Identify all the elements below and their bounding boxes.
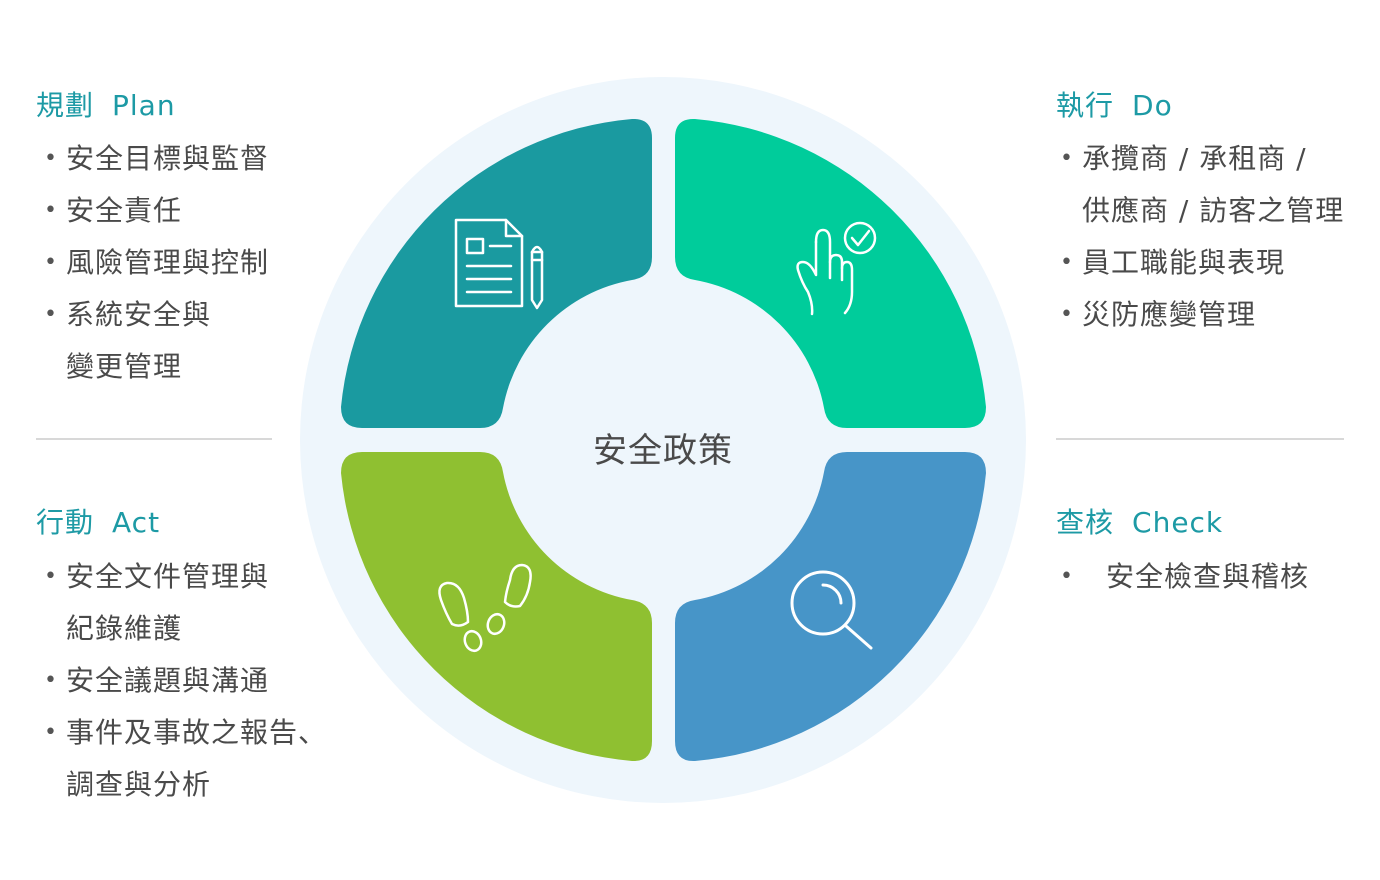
list-item: • 災防應變管理 — [1060, 289, 1344, 341]
magnifier-icon — [790, 570, 873, 650]
list-item-label: 變更管理 — [66, 350, 183, 383]
plan-title: 規劃 Plan — [36, 88, 176, 124]
list-item-label: 安全責任 — [66, 194, 183, 227]
do-divider — [1056, 438, 1344, 440]
list-item-label: 供應商 / 訪客之管理 — [1082, 194, 1345, 227]
plan-quadrant — [341, 118, 652, 428]
bullet-icon: • — [1060, 146, 1074, 171]
act-title: 行動 Act — [36, 505, 160, 541]
bullet-icon: • — [44, 250, 58, 275]
plan-title-en: Plan — [112, 89, 176, 122]
bullet-icon: • — [44, 720, 58, 745]
bullet-icon: • — [1060, 250, 1074, 275]
bullet-icon: • — [1060, 564, 1074, 589]
list-item: • 安全責任 — [44, 185, 269, 237]
act-list: • 安全文件管理與 紀錄維護 • 安全議題與溝通 • 事件及事故之報告、 調查與分析 — [44, 551, 328, 811]
act-title-en: Act — [112, 506, 161, 539]
list-item: • 安全文件管理與 — [44, 551, 327, 603]
bullet-icon: • — [44, 198, 58, 223]
bullet-icon: • — [44, 146, 58, 171]
check-title-zh: 查核 — [1056, 506, 1115, 539]
plan-title-zh: 規劃 — [36, 89, 95, 122]
bullet-icon: • — [1060, 302, 1074, 327]
hand-check-icon — [796, 221, 877, 316]
list-item-label: 承攬商 / 承租商 / — [1082, 142, 1307, 175]
do-title-zh: 執行 — [1056, 89, 1115, 122]
list-item-label: 安全議題與溝通 — [66, 664, 270, 697]
bullet-icon: • — [44, 302, 58, 327]
list-item: • 承攬商 / 承租商 / — [1060, 133, 1344, 185]
do-list: • 承攬商 / 承租商 / 供應商 / 訪客之管理 • 員工職能與表現 • 災防應變管… — [1060, 133, 1344, 341]
do-title: 執行 Do — [1056, 88, 1173, 124]
list-item-label: 風險管理與控制 — [66, 246, 270, 279]
list-item-label: 安全目標與監督 — [66, 142, 270, 175]
center-label: 安全政策 — [593, 431, 733, 471]
check-quadrant — [675, 452, 986, 762]
check-list: • 安全檢查與稽核 — [1060, 551, 1310, 603]
list-item-label: 安全文件管理與 — [66, 560, 270, 593]
check-title-en: Check — [1132, 506, 1224, 539]
plan-divider — [36, 438, 272, 440]
act-quadrant — [341, 452, 652, 762]
list-item: • 員工職能與表現 — [1060, 237, 1344, 289]
act-title-zh: 行動 — [36, 506, 95, 539]
list-item-continuation: 調查與分析 — [66, 759, 327, 811]
list-item-label: 事件及事故之報告、 — [66, 716, 328, 749]
document-pencil-icon — [454, 218, 544, 310]
check-title: 查核 Check — [1056, 505, 1223, 541]
bullet-icon: • — [44, 668, 58, 693]
list-item-label: 紀錄維護 — [66, 612, 183, 645]
list-item-label: 安全檢查與稽核 — [1106, 560, 1310, 593]
list-item: • 事件及事故之報告、 — [44, 707, 328, 759]
list-item: • 風險管理與控制 — [44, 237, 270, 289]
list-item-label: 系統安全與 — [66, 298, 212, 331]
list-item: • 安全目標與監督 — [44, 133, 270, 185]
list-item: • 系統安全與 — [44, 289, 269, 341]
list-item: • 安全檢查與稽核 — [1060, 551, 1310, 603]
do-title-en: Do — [1132, 89, 1173, 122]
footprints-icon — [438, 563, 532, 653]
list-item-continuation: 供應商 / 訪客之管理 — [1082, 185, 1344, 237]
list-item-label: 員工職能與表現 — [1082, 246, 1286, 279]
list-item-label: 調查與分析 — [66, 768, 212, 801]
plan-list: • 安全目標與監督 • 安全責任 • 風險管理與控制 • 系統安全與 變更管理 — [44, 133, 270, 393]
list-item-continuation: 變更管理 — [66, 341, 269, 393]
list-item: • 安全議題與溝通 — [44, 655, 327, 707]
bullet-icon: • — [44, 564, 58, 589]
list-item-continuation: 紀錄維護 — [66, 603, 327, 655]
list-item-label: 災防應變管理 — [1082, 298, 1257, 331]
